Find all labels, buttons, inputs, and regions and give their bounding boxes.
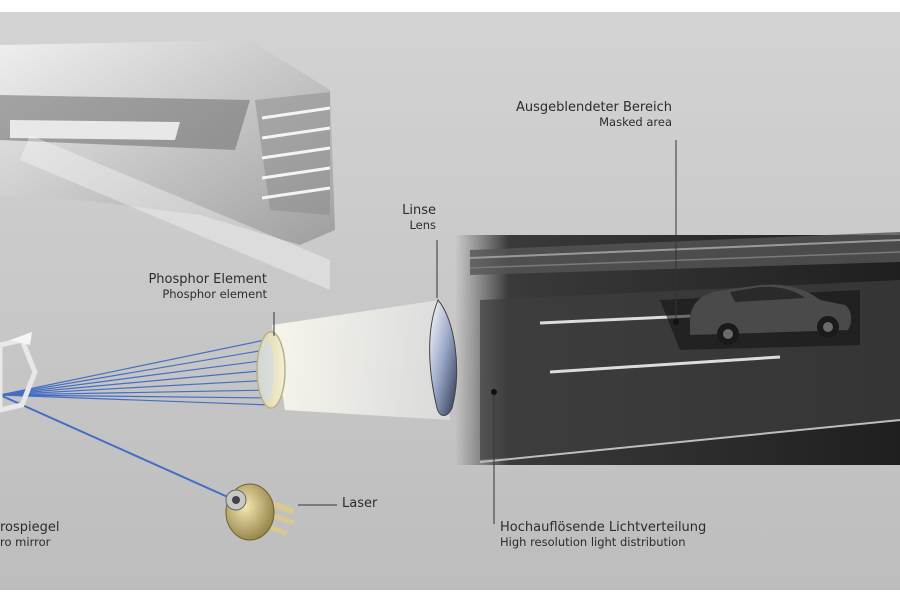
micro-mirror-illustration: [0, 332, 38, 413]
label-phosphor-de: Phosphor Element: [148, 272, 267, 287]
label-laser: Laser: [342, 496, 377, 512]
headlight-housing-illustration: [0, 40, 335, 290]
car-illustration: [690, 284, 852, 345]
laser-rays: [0, 339, 273, 499]
label-masked-area-en: Masked area: [599, 114, 672, 129]
label-lens-en: Lens: [409, 217, 436, 232]
light-beam: [272, 300, 450, 420]
label-micro-mirror-en: ro mirror: [0, 534, 51, 549]
label-phosphor: Phosphor Element Phosphor element: [148, 272, 267, 301]
label-laser-de: Laser: [342, 496, 378, 511]
label-light-distribution: Hochauflösende Lichtverteilung High reso…: [500, 520, 706, 549]
label-phosphor-en: Phosphor element: [162, 286, 267, 301]
laser-diode-illustration: [225, 483, 295, 541]
label-masked-area-de: Ausgeblendeter Bereich: [515, 100, 672, 115]
leader-lines: [273, 140, 677, 524]
label-lens: Linse Lens: [402, 203, 436, 232]
label-lens-de: Linse: [402, 203, 436, 218]
label-light-distribution-en: High resolution light distribution: [500, 534, 686, 549]
masked-area-marker: [673, 319, 679, 325]
label-masked-area: Ausgeblendeter Bereich Masked area: [516, 100, 672, 129]
road-scene: [455, 232, 900, 465]
light-distribution-marker: [491, 389, 497, 395]
label-micro-mirror: rospiegel ro mirror: [0, 520, 60, 549]
label-micro-mirror-de: rospiegel: [0, 520, 60, 535]
phosphor-element-face: [258, 340, 274, 400]
lens-element: [429, 299, 458, 416]
label-light-distribution-de: Hochauflösende Lichtverteilung: [500, 520, 707, 535]
